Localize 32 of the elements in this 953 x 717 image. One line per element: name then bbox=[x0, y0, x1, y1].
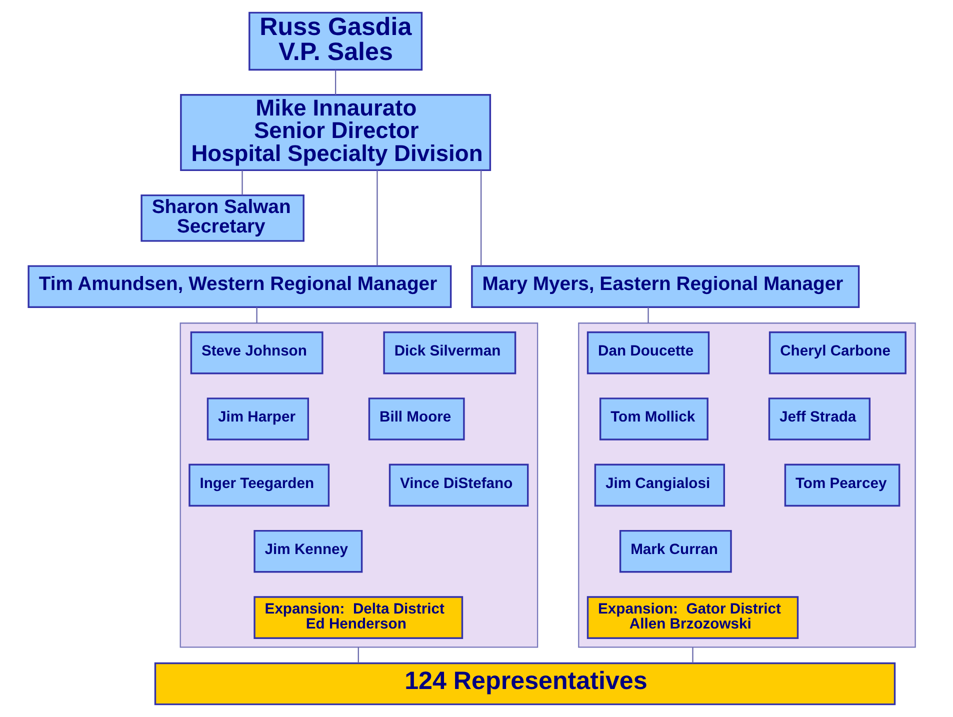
node-box: Mike Innaurato Senior Director Hospital Specialty Division bbox=[180, 94, 492, 172]
node-box: Tim Amundsen, Western Regional Manager bbox=[28, 265, 452, 308]
connector bbox=[334, 70, 336, 95]
node-box: Jeff Strada bbox=[768, 398, 870, 440]
connector bbox=[256, 307, 258, 324]
node-box: Russ Gasdia V.P. Sales bbox=[248, 12, 423, 71]
node-box: Bill Moore bbox=[368, 398, 465, 440]
cluster bbox=[180, 322, 538, 648]
node-box: Sharon Salwan Secretary bbox=[140, 194, 304, 242]
node-box: Jim Harper bbox=[206, 398, 310, 440]
node-box: Expansion: Gator District Allen Brzozowski bbox=[586, 596, 799, 639]
connector bbox=[648, 307, 649, 324]
node-box: Mary Myers, Eastern Regional Manager bbox=[471, 265, 860, 308]
node-box: Cheryl Carbone bbox=[768, 331, 906, 374]
connector bbox=[692, 647, 694, 663]
node-box: Jim Cangialosi bbox=[594, 464, 725, 507]
node-box: Expansion: Delta District Ed Henderson bbox=[254, 596, 464, 639]
node-box: Tom Mollick bbox=[599, 398, 708, 440]
node-box: Dan Doucette bbox=[586, 331, 710, 374]
connector bbox=[376, 170, 378, 266]
connector bbox=[480, 170, 482, 266]
node-box: Steve Johnson bbox=[190, 331, 324, 374]
node-box: Dick Silverman bbox=[383, 331, 516, 374]
node-box: Tom Pearcey bbox=[784, 464, 900, 507]
connector bbox=[358, 647, 359, 663]
node-box: Inger Teegarden bbox=[188, 464, 330, 507]
node-box: 124 Representatives bbox=[154, 662, 896, 706]
node-box: Vince DiStefano bbox=[388, 464, 529, 507]
node-box: Jim Kenney bbox=[254, 530, 363, 573]
cluster bbox=[578, 322, 916, 648]
node-box: Mark Curran bbox=[619, 530, 732, 573]
connector bbox=[242, 170, 243, 196]
